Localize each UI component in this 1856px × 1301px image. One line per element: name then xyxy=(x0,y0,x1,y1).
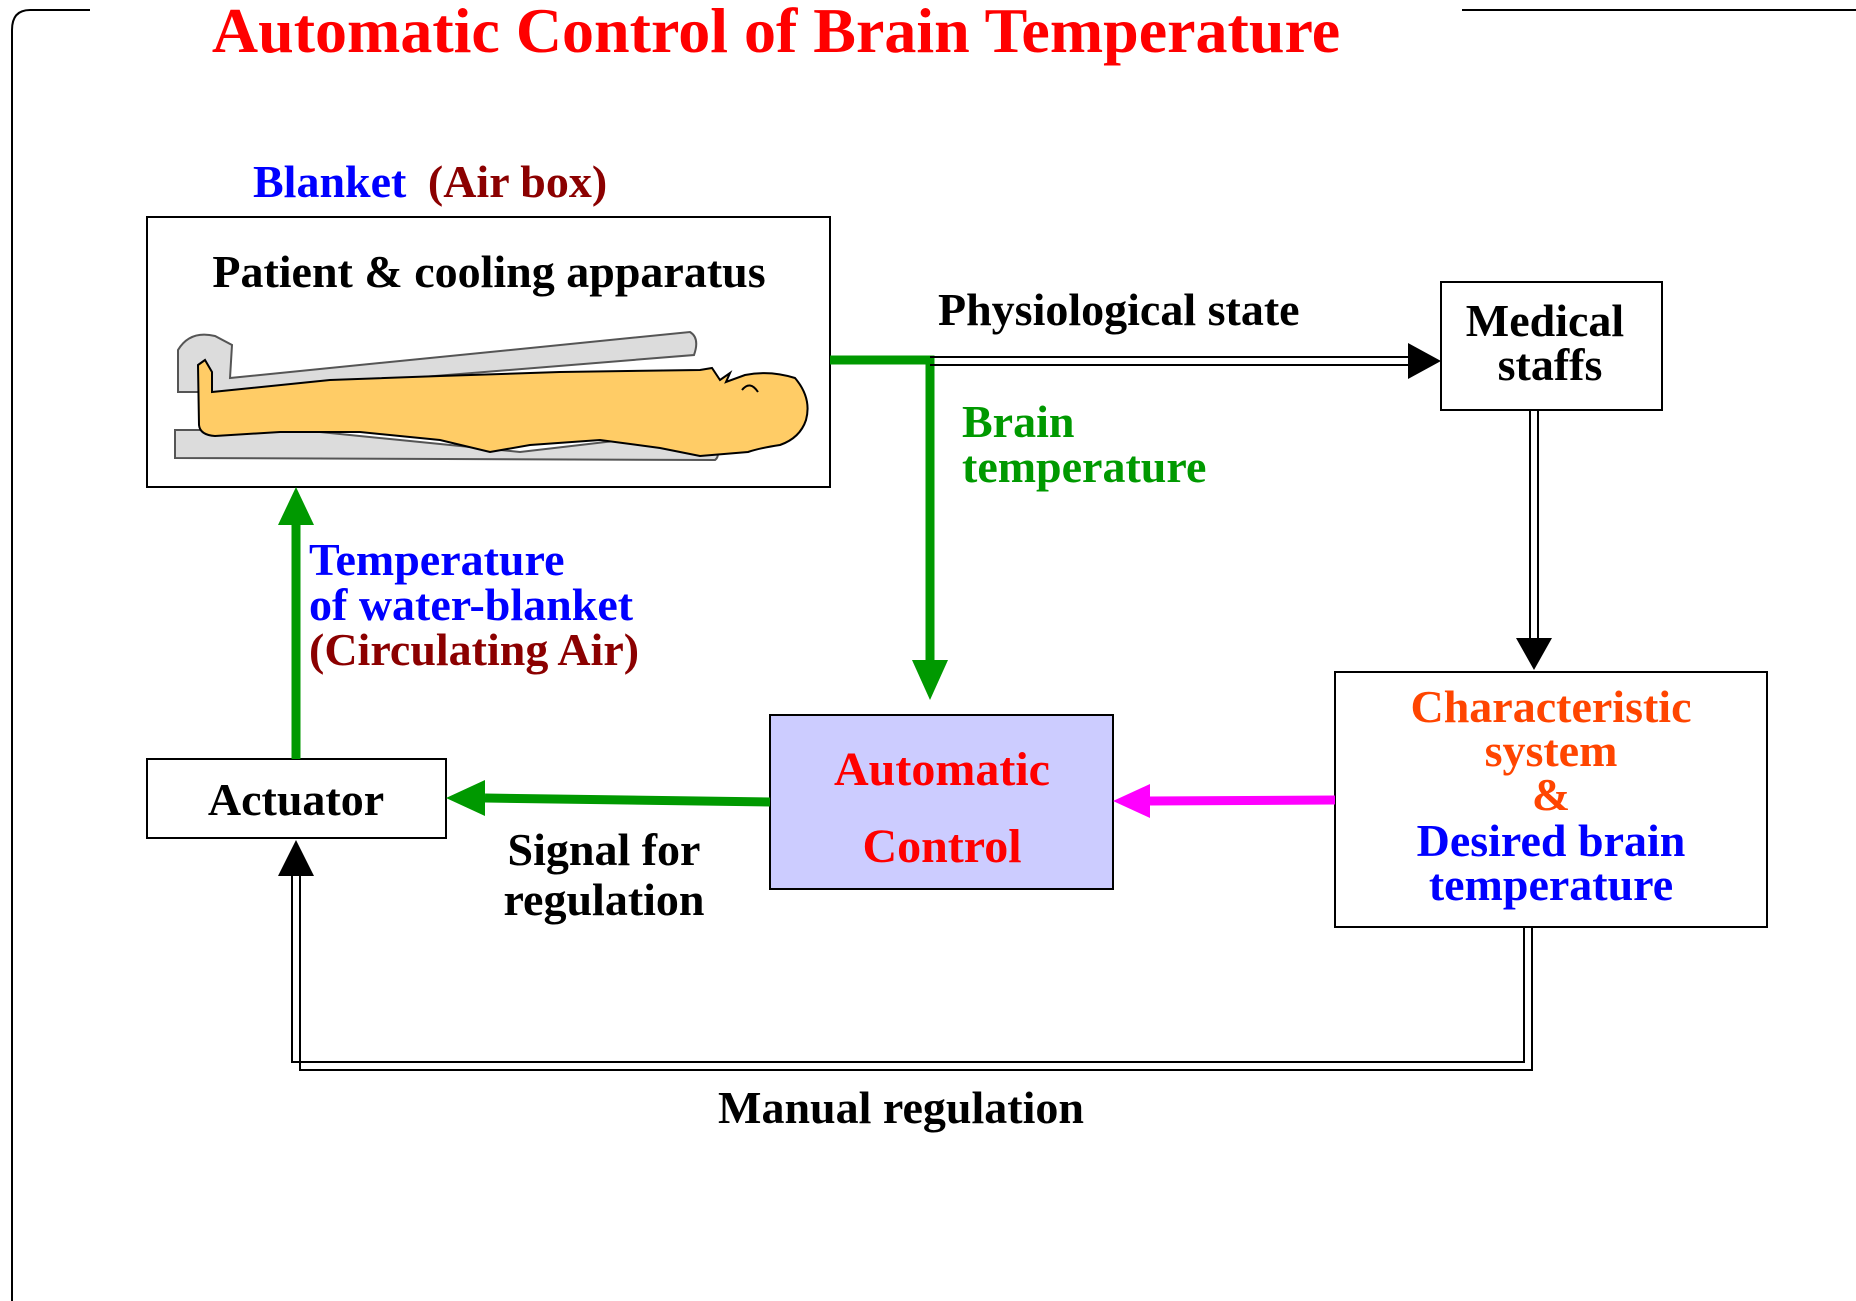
blanket-label-paren: (Air box) xyxy=(428,156,607,207)
characteristic-label-3: & xyxy=(1532,769,1570,820)
patient-body-shape xyxy=(196,358,809,458)
characteristic-label-4: Desired brain xyxy=(1417,815,1686,866)
water-blanket-label-1: Temperature xyxy=(309,534,565,585)
characteristic-box: Characteristic system & Desired brain te… xyxy=(1334,671,1768,928)
blanket-label: Blanket (Air box) xyxy=(253,156,607,207)
frame-border xyxy=(11,9,1856,1301)
water-blanket-label-2: of water-blanket xyxy=(309,579,634,630)
patient-box-label: Patient & cooling apparatus xyxy=(212,246,765,297)
physiological-state-arrow xyxy=(930,343,1441,379)
water-blanket-label-3: (Circulating Air) xyxy=(309,624,639,675)
characteristic-label-5: temperature xyxy=(1429,859,1673,910)
manual-regulation-arrow xyxy=(278,840,1533,1071)
brain-temperature-label-1: Brain xyxy=(962,396,1074,447)
water-blanket-arrow xyxy=(278,487,314,759)
medical-to-characteristic-arrow xyxy=(1516,410,1552,670)
manual-regulation-label: Manual regulation xyxy=(718,1082,1084,1133)
medical-staffs-label-1: Medical xyxy=(1466,295,1624,346)
patient-ear-shape xyxy=(741,384,759,393)
patient-box: Patient & cooling apparatus xyxy=(146,216,831,488)
medical-staffs-label-2: staffs xyxy=(1498,339,1603,390)
upper-blanket-shape xyxy=(177,330,698,393)
diagram-title: Automatic Control of Brain Temperature xyxy=(212,0,1340,66)
signal-label-2: regulation xyxy=(503,874,704,925)
actuator-box: Actuator xyxy=(146,758,447,839)
physiological-state-label: Physiological state xyxy=(938,284,1300,335)
automatic-control-label-1: Automatic xyxy=(834,743,1050,796)
blanket-label-main: Blanket xyxy=(253,156,407,207)
signal-label-1: Signal for xyxy=(508,824,701,875)
characteristic-label-1: Characteristic xyxy=(1411,681,1692,732)
desired-temperature-arrow xyxy=(1113,784,1336,818)
characteristic-label-2: system xyxy=(1485,725,1618,776)
medical-staffs-box: Medical staffs xyxy=(1440,281,1663,411)
actuator-label: Actuator xyxy=(208,774,384,825)
signal-arrow xyxy=(446,780,771,816)
automatic-control-box: Automatic Control xyxy=(769,714,1114,890)
brain-temperature-arrow xyxy=(830,355,948,700)
automatic-control-label-2: Control xyxy=(862,820,1021,873)
brain-temperature-label-2: temperature xyxy=(962,441,1206,492)
